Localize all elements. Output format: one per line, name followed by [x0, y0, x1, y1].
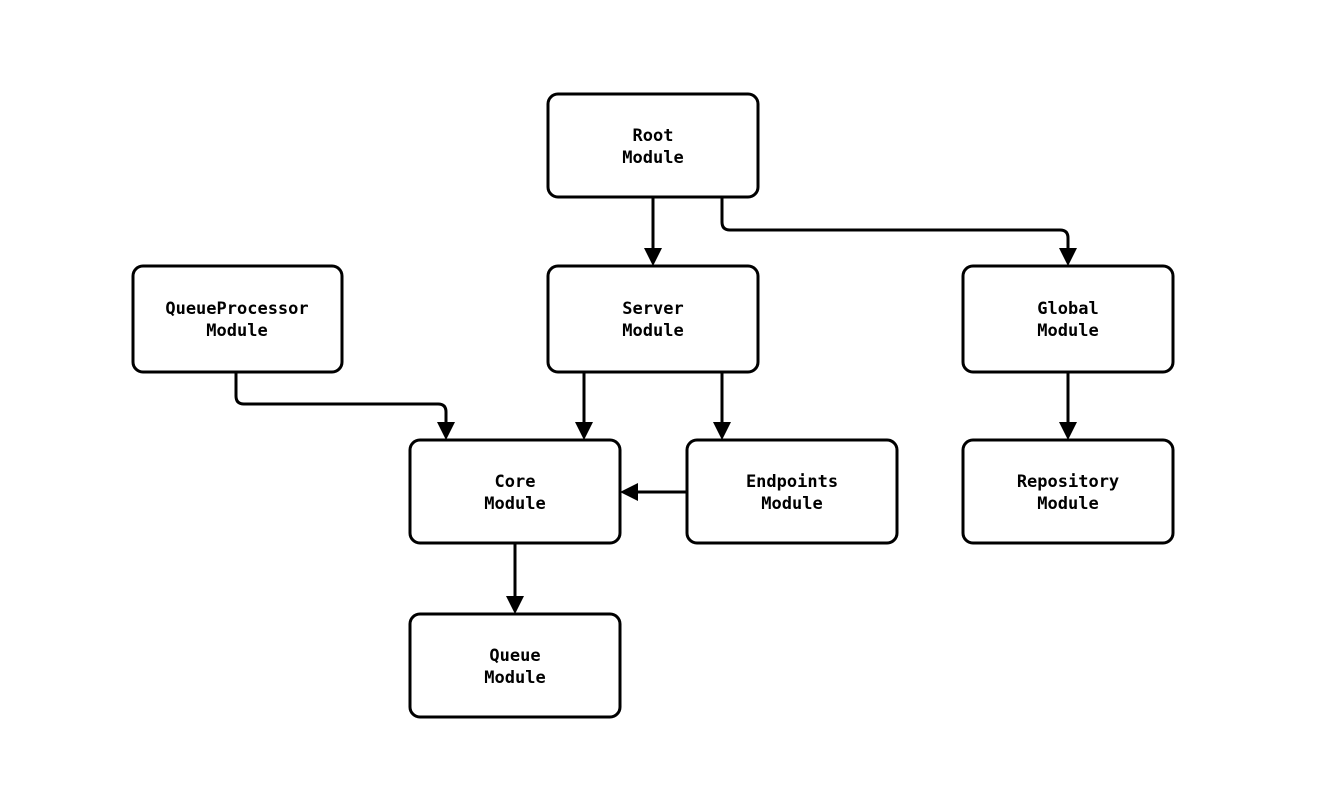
node-global-module-label-line1: Global — [1037, 299, 1098, 319]
node-queue-module[interactable]: Queue Module — [408, 612, 622, 719]
node-queue-module-box[interactable] — [408, 612, 622, 719]
node-global-module[interactable]: Global Module — [961, 264, 1175, 374]
edge-global-to-repository-arrowhead — [1059, 422, 1077, 440]
node-root-module-label-line1: Root — [633, 126, 674, 146]
edge-global-to-repository — [1059, 372, 1077, 440]
edge-endpoints-to-core-arrowhead — [620, 483, 638, 501]
node-server-module-label-line2: Module — [622, 321, 683, 341]
node-queueprocessor-module-box[interactable] — [131, 264, 344, 374]
node-queueprocessor-module[interactable]: QueueProcessor Module — [131, 264, 344, 374]
node-repository-module-box[interactable] — [961, 438, 1175, 545]
node-repository-module[interactable]: Repository Module — [961, 438, 1175, 545]
edge-root-to-server-arrowhead — [644, 248, 662, 266]
edge-root-to-global-arrowhead — [1059, 248, 1077, 266]
node-core-module[interactable]: Core Module — [408, 438, 622, 545]
node-core-module-box[interactable] — [408, 438, 622, 545]
node-core-module-label-line1: Core — [495, 472, 536, 492]
node-root-module-box[interactable] — [546, 92, 760, 199]
node-core-module-label-line2: Module — [484, 494, 545, 514]
node-queue-module-label-line2: Module — [484, 668, 545, 688]
edge-queueprocessor-to-core — [234, 372, 455, 440]
edge-root-to-server — [644, 197, 662, 266]
edge-core-to-queue — [506, 543, 524, 614]
node-endpoints-module-label-line1: Endpoints — [746, 472, 838, 492]
edge-server-to-core-arrowhead — [575, 422, 593, 440]
node-endpoints-module-box[interactable] — [685, 438, 899, 545]
edge-queueprocessor-to-core-arrowhead — [437, 422, 455, 440]
edge-server-to-endpoints-arrowhead — [713, 422, 731, 440]
node-repository-module-label-line1: Repository — [1017, 472, 1119, 492]
node-root-module-label-line2: Module — [622, 148, 683, 168]
node-server-module-label-line1: Server — [622, 299, 683, 319]
node-root-module[interactable]: Root Module — [546, 92, 760, 199]
node-repository-module-label-line2: Module — [1037, 494, 1098, 514]
node-endpoints-module-label-line2: Module — [761, 494, 822, 514]
node-global-module-label-line2: Module — [1037, 321, 1098, 341]
edge-core-to-queue-arrowhead — [506, 596, 524, 614]
edge-queueprocessor-to-core-line — [234, 372, 448, 427]
edge-root-to-global — [720, 197, 1077, 266]
node-queueprocessor-module-label-line2: Module — [206, 321, 267, 341]
edge-endpoints-to-core — [620, 483, 687, 501]
node-server-module-box[interactable] — [546, 264, 760, 374]
edge-server-to-core — [575, 372, 593, 440]
node-server-module[interactable]: Server Module — [546, 264, 760, 374]
node-queueprocessor-module-label-line1: QueueProcessor — [165, 299, 308, 319]
node-endpoints-module[interactable]: Endpoints Module — [685, 438, 899, 545]
node-global-module-box[interactable] — [961, 264, 1175, 374]
edge-server-to-endpoints — [713, 372, 731, 440]
edge-root-to-global-line — [720, 197, 1070, 253]
node-queue-module-label-line1: Queue — [489, 646, 540, 666]
